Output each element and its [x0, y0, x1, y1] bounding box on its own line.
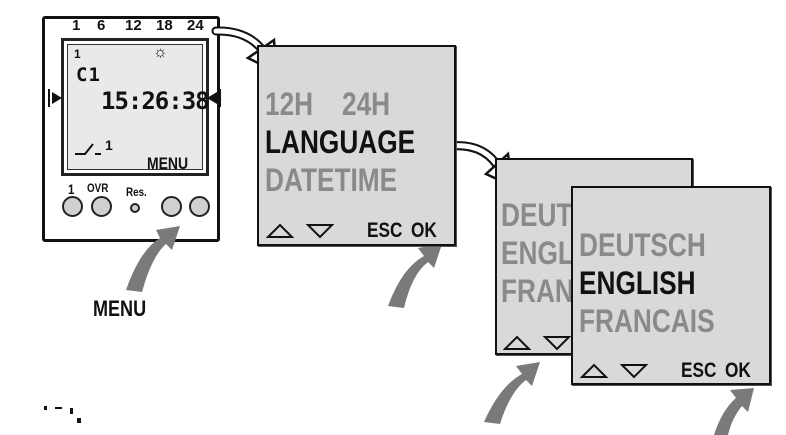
ok-button[interactable]: OK [725, 359, 751, 382]
hour-mark: 1 [72, 17, 81, 34]
down-arrow-icon [619, 364, 649, 379]
lcd-program-index: 1 [74, 47, 81, 61]
ok-button[interactable]: OK [411, 219, 437, 242]
nav-arrows-back [503, 335, 572, 351]
esc-button[interactable]: ESC [367, 219, 403, 242]
menu-caption: MENU [93, 296, 147, 321]
right-pointer-icon [207, 89, 221, 107]
menu-item-24h[interactable]: 24H [342, 86, 391, 122]
button-1-label: 1 [68, 181, 75, 197]
language-item-deutsch[interactable]: DEUTSCH [579, 227, 706, 263]
reset-button[interactable] [130, 203, 140, 213]
switch-state-icon [75, 143, 101, 155]
hour-mark: 18 [156, 17, 173, 34]
language-item-francais[interactable]: FRANCAIS [579, 303, 715, 339]
hour-mark: 12 [125, 17, 142, 34]
language-back-row-2: ENGL [501, 235, 574, 271]
lcd-channel: C1 [76, 64, 101, 86]
up-arrow-icon [503, 335, 532, 350]
language-item-english[interactable]: ENGLISH [579, 265, 696, 301]
sun-icon: ☼ [153, 44, 168, 61]
up-arrow-icon [580, 363, 609, 378]
button-menu[interactable] [161, 196, 182, 217]
menu-item-language[interactable]: LANGUAGE [265, 124, 416, 160]
hour-mark: 6 [97, 17, 106, 34]
press-arrow-icon [388, 244, 442, 308]
stray-marks [44, 406, 81, 423]
language-screen [571, 186, 771, 385]
hour-mark: 24 [187, 17, 204, 34]
nav-arrows [266, 223, 335, 239]
language-back-row-1: DEUT [501, 197, 573, 233]
menu-item-12h[interactable]: 12H [265, 86, 314, 122]
reset-label: Res. [126, 185, 147, 199]
button-ovr-label: OVR [87, 181, 109, 195]
menu-item-datetime[interactable]: DATETIME [265, 162, 398, 198]
main-menu-screen [257, 45, 456, 246]
button-1[interactable] [62, 196, 83, 217]
button-ok[interactable] [189, 196, 210, 217]
lcd-menu-label: MENU [147, 154, 189, 173]
switch-number: 1 [105, 137, 113, 153]
press-arrow-icon [714, 388, 754, 435]
press-arrow-icon [484, 362, 540, 424]
button-ovr[interactable] [91, 196, 112, 217]
down-arrow-icon [542, 336, 572, 351]
esc-button[interactable]: ESC [681, 359, 717, 382]
down-arrow-icon [305, 224, 335, 239]
nav-arrows-front [580, 363, 649, 379]
language-back-row-3: FRAN [501, 273, 574, 309]
up-arrow-icon [266, 223, 295, 238]
lcd-time: 15:26:38 [101, 87, 210, 115]
left-pointer-icon [48, 89, 62, 107]
press-arrow-icon [126, 226, 180, 292]
